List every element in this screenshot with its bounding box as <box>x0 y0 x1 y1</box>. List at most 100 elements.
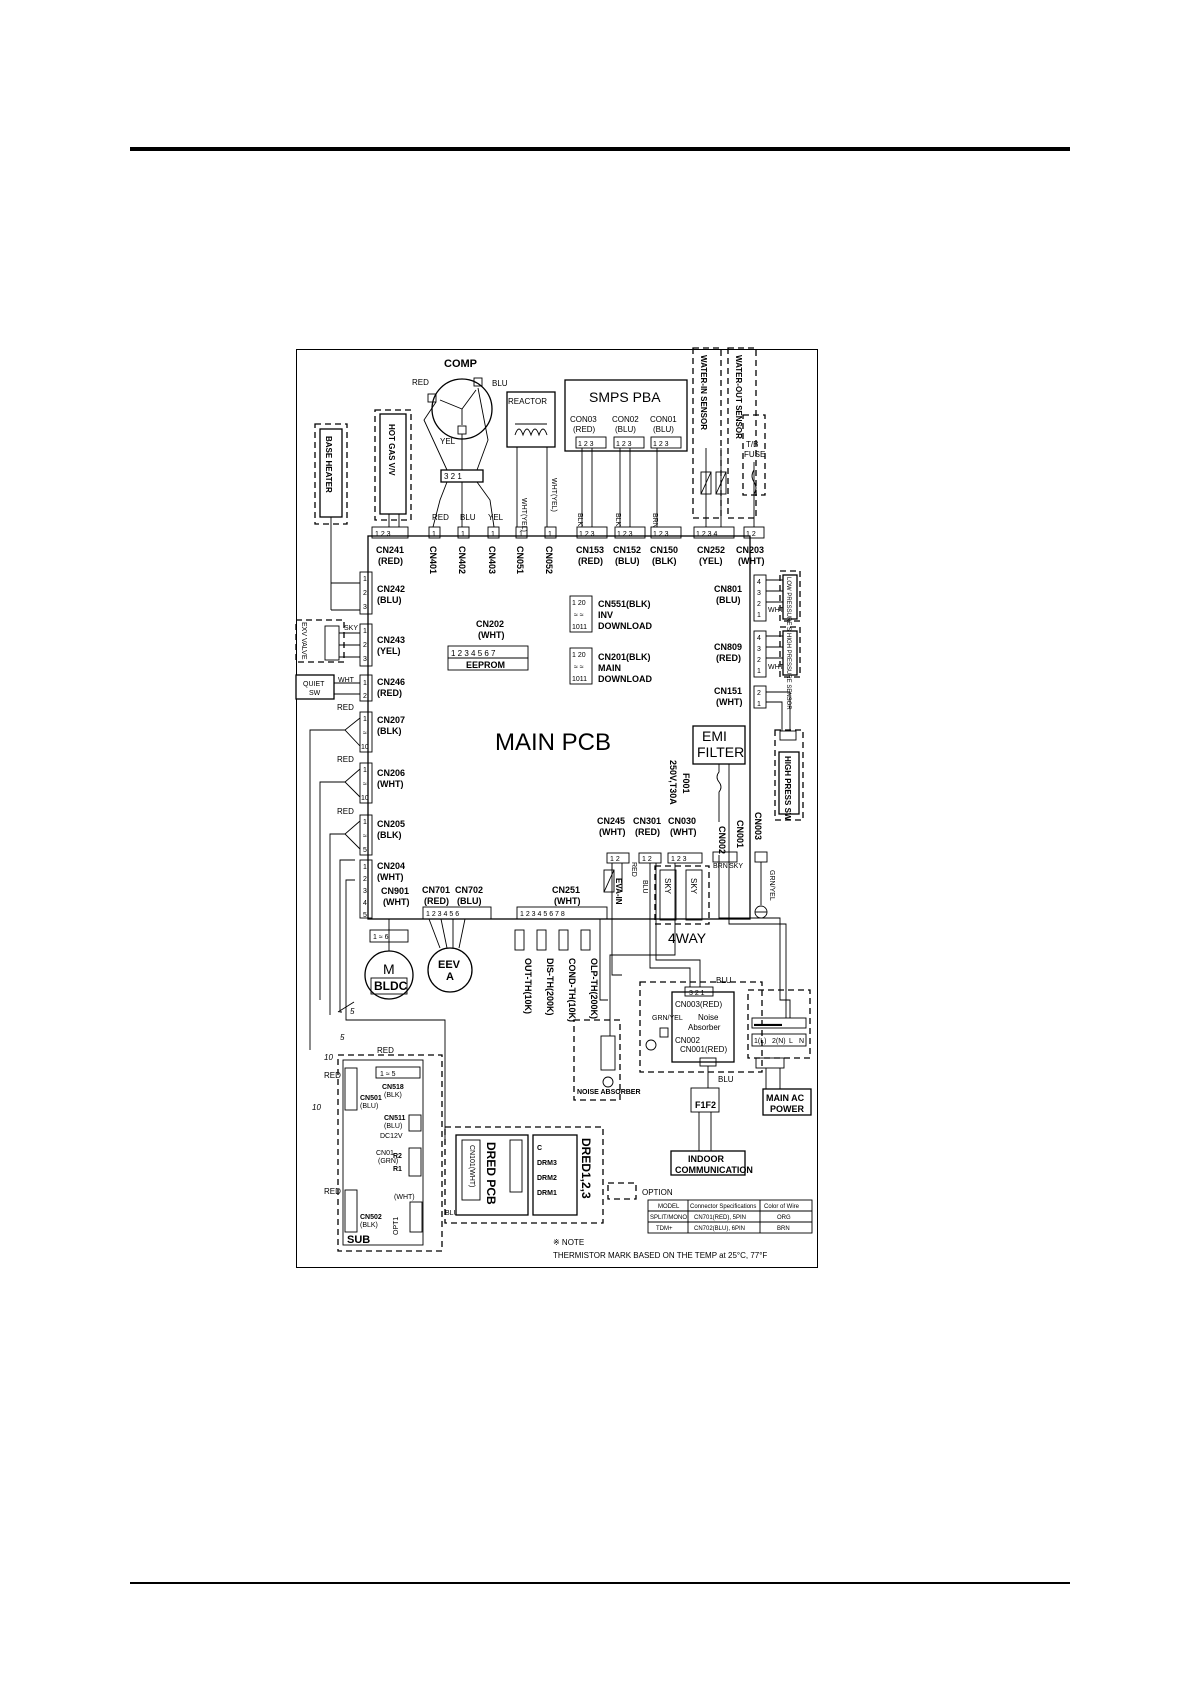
svg-text:1 2: 1 2 <box>642 856 652 863</box>
svg-text:COMMUNICATION: COMMUNICATION <box>675 1165 753 1175</box>
four-way-valve: SKY SKY 4WAY BLU RED <box>630 862 710 946</box>
svg-text:(BLK): (BLK) <box>377 726 402 736</box>
svg-text:1: 1 <box>461 531 465 538</box>
svg-text:2(N): 2(N) <box>772 1038 786 1045</box>
svg-text:≈ ≈: ≈ ≈ <box>574 612 584 619</box>
noise-absorber-core: NOISE ABSORBER <box>573 1019 641 1101</box>
svg-text:EEPROM: EEPROM <box>466 660 505 670</box>
svg-text:CN502: CN502 <box>360 1214 382 1221</box>
svg-text:CN052: CN052 <box>544 546 554 574</box>
svg-text:CN551(BLK): CN551(BLK) <box>598 599 651 609</box>
svg-text:(BLU): (BLU) <box>384 1123 402 1130</box>
svg-text:COND-TH(10K): COND-TH(10K) <box>567 958 577 1022</box>
svg-text:RED: RED <box>630 862 637 877</box>
svg-text:2: 2 <box>363 693 367 700</box>
svg-text:F1F2: F1F2 <box>695 1100 716 1110</box>
svg-text:EVA-IN: EVA-IN <box>614 878 623 905</box>
table-cell: ORG <box>777 1215 791 1221</box>
svg-text:(BLU): (BLU) <box>360 1103 378 1110</box>
svg-text:HIGH PRESS SW: HIGH PRESS SW <box>783 756 792 821</box>
table-cell: CN701(RED), 5PIN <box>694 1215 746 1221</box>
svg-text:F001: F001 <box>681 773 691 794</box>
svg-text:1 2: 1 2 <box>610 856 620 863</box>
svg-text:1 2 3: 1 2 3 <box>375 531 391 538</box>
svg-text:SW: SW <box>309 690 321 697</box>
left-red-harness: RED RED RED <box>309 582 361 1050</box>
option-legend: OPTION <box>607 1182 673 1200</box>
svg-text:CN051: CN051 <box>515 546 525 574</box>
svg-text:CN205: CN205 <box>377 819 405 829</box>
comp-blu: BLU <box>492 379 508 388</box>
svg-text:4: 4 <box>757 579 761 586</box>
terminal-block: ▬▬▬▬ 1(L) 2(N) L N MAIN AC POWER <box>747 989 812 1116</box>
svg-text:1011: 1011 <box>572 676 587 683</box>
svg-text:INDOOR: INDOOR <box>688 1154 725 1164</box>
svg-text:(BLK): (BLK) <box>652 556 677 566</box>
exv-valve: EXV VALVE SKY <box>295 619 360 663</box>
svg-text:WHT(YEL): WHT(YEL) <box>520 498 527 532</box>
note-text: THERMISTOR MARK BASED ON THE TEMP at 25°… <box>553 1251 767 1260</box>
high-press-switch: HIGH PRESS SW <box>766 691 804 821</box>
svg-text:MAIN AC: MAIN AC <box>766 1093 805 1103</box>
svg-text:CN01: CN01 <box>376 1150 394 1157</box>
noise-absorber: Noise Absorber CN003(RED) CN002 CN001(RE… <box>639 976 763 1084</box>
tb-fuse: T/B FUSE <box>742 414 766 527</box>
cn202-eeprom: CN202 (WHT) 1 2 3 4 5 6 7 EEPROM <box>447 619 529 671</box>
svg-text:(WHT): (WHT) <box>478 630 505 640</box>
svg-text:SKY: SKY <box>729 863 743 870</box>
left-connectors: 123 CN242 (BLU) 123 CN243 (YEL) 12 CN246… <box>359 571 410 919</box>
svg-text:CN242: CN242 <box>377 584 405 594</box>
svg-text:WHT(YEL): WHT(YEL) <box>550 478 557 512</box>
svg-text:(BLU): (BLU) <box>457 896 482 906</box>
svg-text:1 ≈ 6: 1 ≈ 6 <box>373 934 389 941</box>
table-cell: CN702(BLU), 6PIN <box>694 1226 745 1232</box>
svg-text:DOWNLOAD: DOWNLOAD <box>598 674 652 684</box>
svg-text:BLDC: BLDC <box>374 979 408 993</box>
svg-text:OLP-TH(200K): OLP-TH(200K) <box>589 958 599 1019</box>
svg-text:CN001(RED): CN001(RED) <box>680 1045 727 1054</box>
water-in-label: WATER-IN SENSOR <box>699 355 708 430</box>
svg-text:A: A <box>446 971 454 983</box>
svg-text:DOWNLOAD: DOWNLOAD <box>598 621 652 631</box>
footer-rule <box>130 1582 1070 1584</box>
svg-text:4: 4 <box>363 900 367 907</box>
svg-text:CN809: CN809 <box>714 642 742 652</box>
svg-text:CN207: CN207 <box>377 715 405 725</box>
svg-text:BLU: BLU <box>718 1075 734 1084</box>
svg-text:1 2 3: 1 2 3 <box>579 531 595 538</box>
comp-red: RED <box>412 378 429 387</box>
svg-text:FUSE: FUSE <box>744 450 765 459</box>
svg-text:OPT1: OPT1 <box>393 1217 400 1235</box>
svg-text:DRM2: DRM2 <box>537 1175 557 1182</box>
svg-text:1 2 3: 1 2 3 <box>671 856 687 863</box>
svg-text:(WHT): (WHT) <box>394 1194 415 1201</box>
svg-text:1 ≈ 5: 1 ≈ 5 <box>380 1071 396 1078</box>
svg-text:▬▬▬▬: ▬▬▬▬ <box>754 1021 782 1028</box>
svg-text:≈: ≈ <box>363 781 367 788</box>
svg-text:BLU: BLU <box>716 976 732 985</box>
svg-text:FILTER: FILTER <box>697 744 744 760</box>
water-out-label: WATER-OUT SENSOR <box>734 355 743 439</box>
svg-text:RED: RED <box>337 807 354 816</box>
svg-text:1: 1 <box>363 716 367 723</box>
svg-text:3: 3 <box>363 656 367 663</box>
svg-text:≈: ≈ <box>363 730 367 737</box>
base-heater-label: BASE HEATER <box>324 436 333 493</box>
svg-text:1 2 3: 1 2 3 <box>617 531 633 538</box>
svg-text:1 2 3: 1 2 3 <box>653 441 669 448</box>
svg-text:1 2: 1 2 <box>746 531 756 538</box>
svg-text:GRN/YEL: GRN/YEL <box>768 870 775 901</box>
comp-yel: YEL <box>440 437 456 446</box>
svg-text:3: 3 <box>363 604 367 611</box>
svg-text:POWER: POWER <box>770 1104 805 1114</box>
svg-text:EXV VALVE: EXV VALVE <box>300 622 307 660</box>
svg-text:EEV: EEV <box>438 959 461 971</box>
svg-text:CN402: CN402 <box>457 546 467 574</box>
option-table: MODEL Connector Specifications Color of … <box>647 1199 813 1234</box>
svg-text:(BLU): (BLU) <box>377 595 402 605</box>
svg-text:(RED): (RED) <box>716 653 741 663</box>
svg-text:1: 1 <box>757 612 761 619</box>
svg-text:GRN/YEL: GRN/YEL <box>652 1015 683 1022</box>
